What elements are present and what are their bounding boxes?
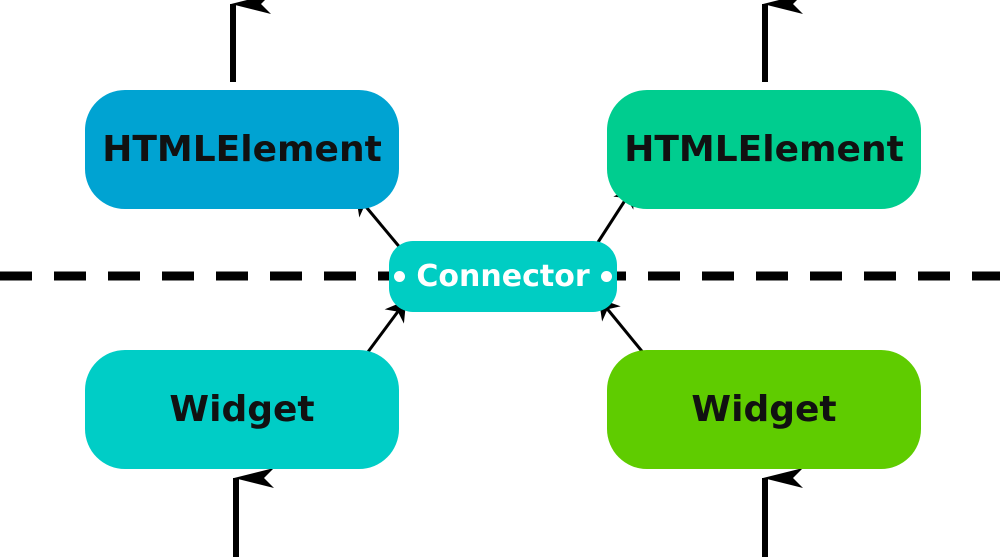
widget-node-left: Widget [85, 350, 399, 469]
htmlelement-node-right: HTMLElement [607, 90, 921, 209]
connector-node: Connector [389, 241, 617, 312]
connector-left-dot-icon [394, 271, 405, 282]
connector-label: Connector [416, 259, 590, 294]
connector-right-dot-icon [601, 271, 612, 282]
htmlelement-node-left: HTMLElement [85, 90, 399, 209]
widget-node-right: Widget [607, 350, 921, 469]
arrow-widget-right-to-connector [598, 298, 647, 356]
